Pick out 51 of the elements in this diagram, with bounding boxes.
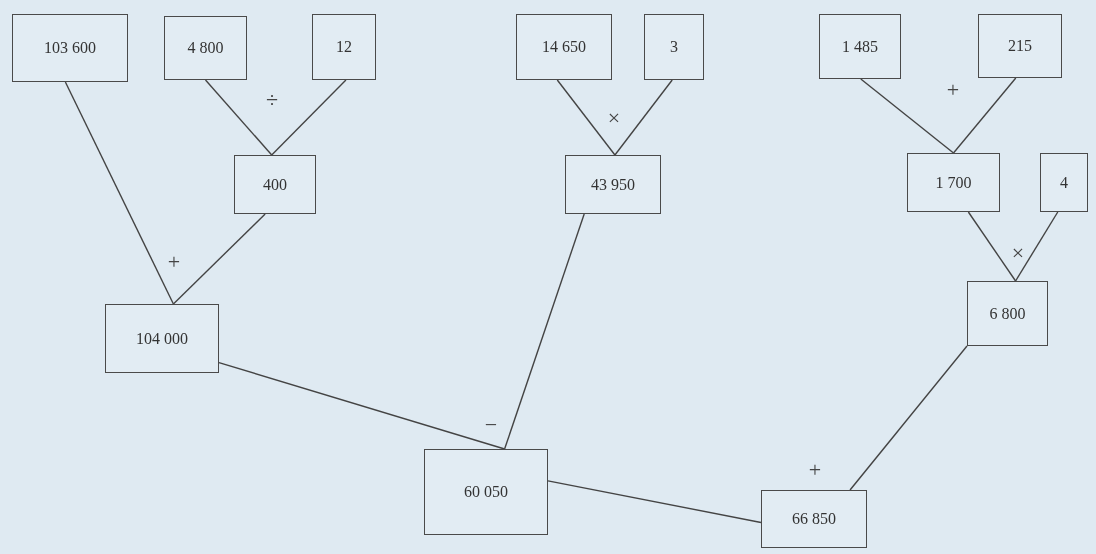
operation-sign: × — [607, 107, 621, 129]
number-box — [424, 449, 548, 535]
number-box — [761, 490, 867, 548]
number-box — [819, 14, 901, 79]
number-box — [565, 155, 661, 214]
number-box — [1040, 153, 1088, 212]
operation-sign: + — [946, 79, 960, 101]
connector-line — [218, 361, 506, 450]
number-text: 104 000 — [136, 329, 188, 348]
number-text: 14 650 — [542, 38, 586, 56]
number-box — [164, 16, 247, 80]
operation-sign: + — [167, 251, 181, 273]
operation-sign: ÷ — [265, 89, 279, 111]
number-text: 43 950 — [591, 175, 635, 194]
number-text: 6 800 — [989, 304, 1026, 323]
number-text: 66 850 — [792, 510, 836, 528]
number-text: 400 — [263, 175, 287, 194]
connector-line — [172, 213, 266, 305]
connector-line — [1014, 211, 1059, 282]
number-text: 12 — [336, 38, 352, 56]
operation-sign: × — [1011, 242, 1025, 264]
number-box — [312, 14, 376, 80]
connector-line — [271, 79, 347, 156]
connector-line — [556, 79, 616, 156]
number-box — [967, 281, 1048, 346]
operation-sign: + — [808, 459, 822, 481]
connector-line — [849, 345, 968, 491]
connector-line — [860, 78, 955, 154]
connector-line — [204, 79, 273, 156]
connector-line — [614, 79, 673, 156]
number-box — [105, 304, 219, 373]
number-box — [907, 153, 1000, 212]
number-text: 60 050 — [464, 483, 508, 501]
number-text: 4 800 — [187, 39, 224, 57]
connector-line — [547, 480, 762, 524]
connector-line — [952, 77, 1017, 154]
number-box — [644, 14, 704, 80]
number-text: 1 700 — [935, 173, 972, 192]
number-box — [234, 155, 316, 214]
connector-line — [967, 211, 1017, 282]
number-text: 103 600 — [44, 39, 96, 57]
operation-sign: − — [484, 414, 498, 436]
connector-line — [503, 213, 585, 450]
number-box — [12, 14, 128, 82]
connector-line — [64, 81, 175, 305]
number-text: 215 — [1008, 37, 1032, 55]
number-text: 1 485 — [842, 37, 878, 56]
number-box — [978, 14, 1062, 78]
number-box — [516, 14, 612, 80]
number-text: 3 — [670, 38, 678, 56]
number-text: 4 — [1060, 173, 1068, 192]
